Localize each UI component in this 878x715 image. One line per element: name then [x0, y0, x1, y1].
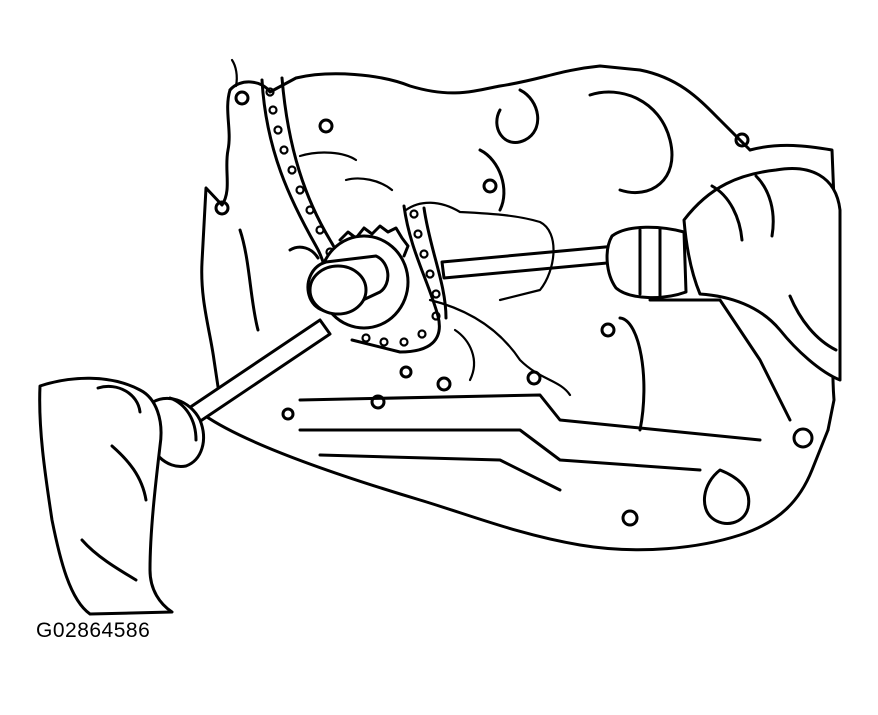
engine-block: [200, 64, 838, 552]
figure-code: G02864586: [36, 619, 151, 642]
detail-lines: [230, 58, 555, 302]
screwdriver-left: [144, 318, 332, 468]
timing-chain: [260, 76, 448, 354]
sprocket-assembly: [288, 224, 410, 330]
hand-left: [38, 376, 174, 616]
hand-right: [682, 167, 842, 382]
screwdriver-right: [440, 225, 688, 300]
